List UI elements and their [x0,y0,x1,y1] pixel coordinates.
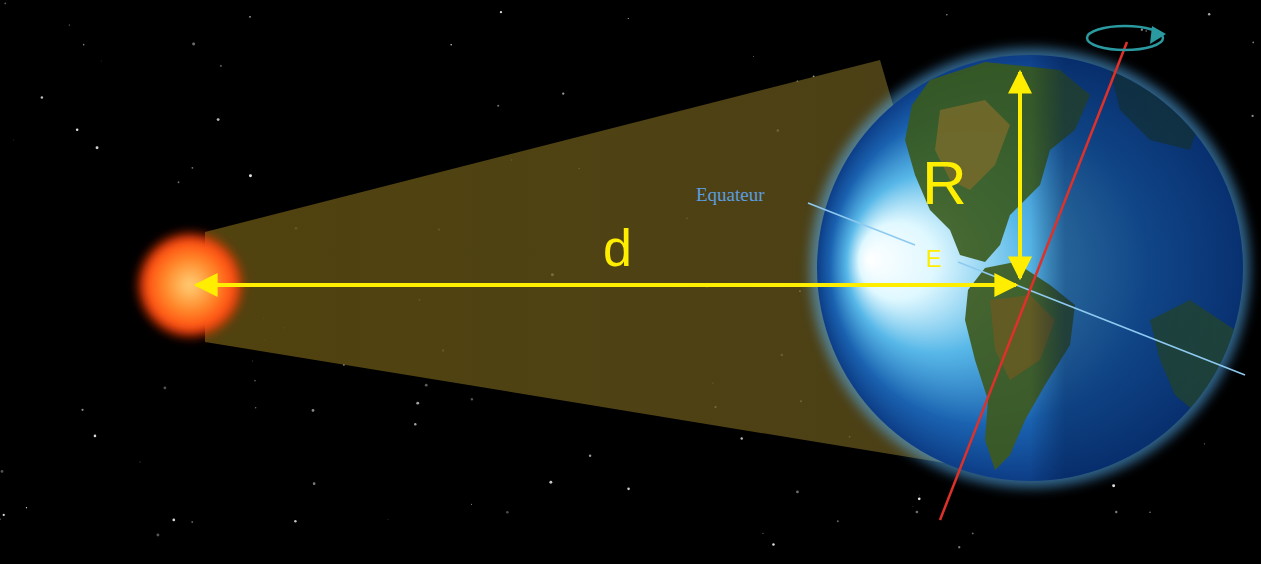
star [416,402,419,405]
star [172,519,175,522]
star [972,532,974,534]
star [76,129,79,132]
star [471,398,473,400]
star [294,520,297,523]
star [549,481,552,484]
star [249,174,252,177]
star [916,511,919,514]
star [1145,30,1147,32]
star [156,534,159,537]
star [796,491,799,494]
star [252,360,253,361]
continents [810,50,1250,490]
equator-label: Equateur [696,185,765,204]
star [500,11,502,13]
star [26,507,27,508]
rotation-arrowhead [1150,26,1166,44]
star [414,423,416,425]
equator-line [958,262,1245,375]
star [627,488,630,491]
star [3,514,5,516]
distance-arrow [196,283,1016,287]
star [753,56,755,58]
star [139,461,141,463]
star [506,511,509,514]
star [589,455,591,457]
star [94,435,97,438]
star [1112,484,1115,487]
star [220,65,222,67]
star [912,506,914,508]
star [1,470,4,473]
star [1149,511,1151,513]
star [387,519,389,521]
star [1141,29,1143,31]
star [425,384,428,387]
star [450,44,452,46]
star [837,520,839,522]
star [772,543,774,545]
star [471,504,472,505]
distance-label: d [603,222,632,274]
star [1252,42,1254,44]
star [254,380,255,381]
star [946,14,947,15]
star [191,521,193,523]
star [562,93,564,95]
star [41,96,43,98]
star [12,139,14,141]
star [741,437,743,439]
star [1115,511,1117,513]
star [100,60,102,62]
star [178,181,180,183]
star [164,387,167,390]
star [628,18,629,19]
star [497,105,499,107]
star [69,25,70,26]
star [762,533,763,534]
star [919,494,921,496]
star [312,409,315,412]
star [192,42,195,45]
equator-line [808,203,915,245]
star [1208,13,1210,15]
star [96,146,99,149]
star [1204,443,1205,444]
radius-subscript: E [926,247,942,271]
star [192,167,194,169]
star [81,409,83,411]
radius-arrow [1018,72,1022,278]
star [255,407,256,408]
star [83,44,85,46]
radius-label: R [922,152,967,214]
star [918,498,921,501]
star [249,16,251,18]
star-field [0,3,1254,549]
star [0,519,1,520]
star [313,482,316,485]
rotation-axis [940,42,1127,520]
star [1252,115,1254,117]
star [4,3,6,5]
star [958,546,960,548]
star [217,118,220,121]
